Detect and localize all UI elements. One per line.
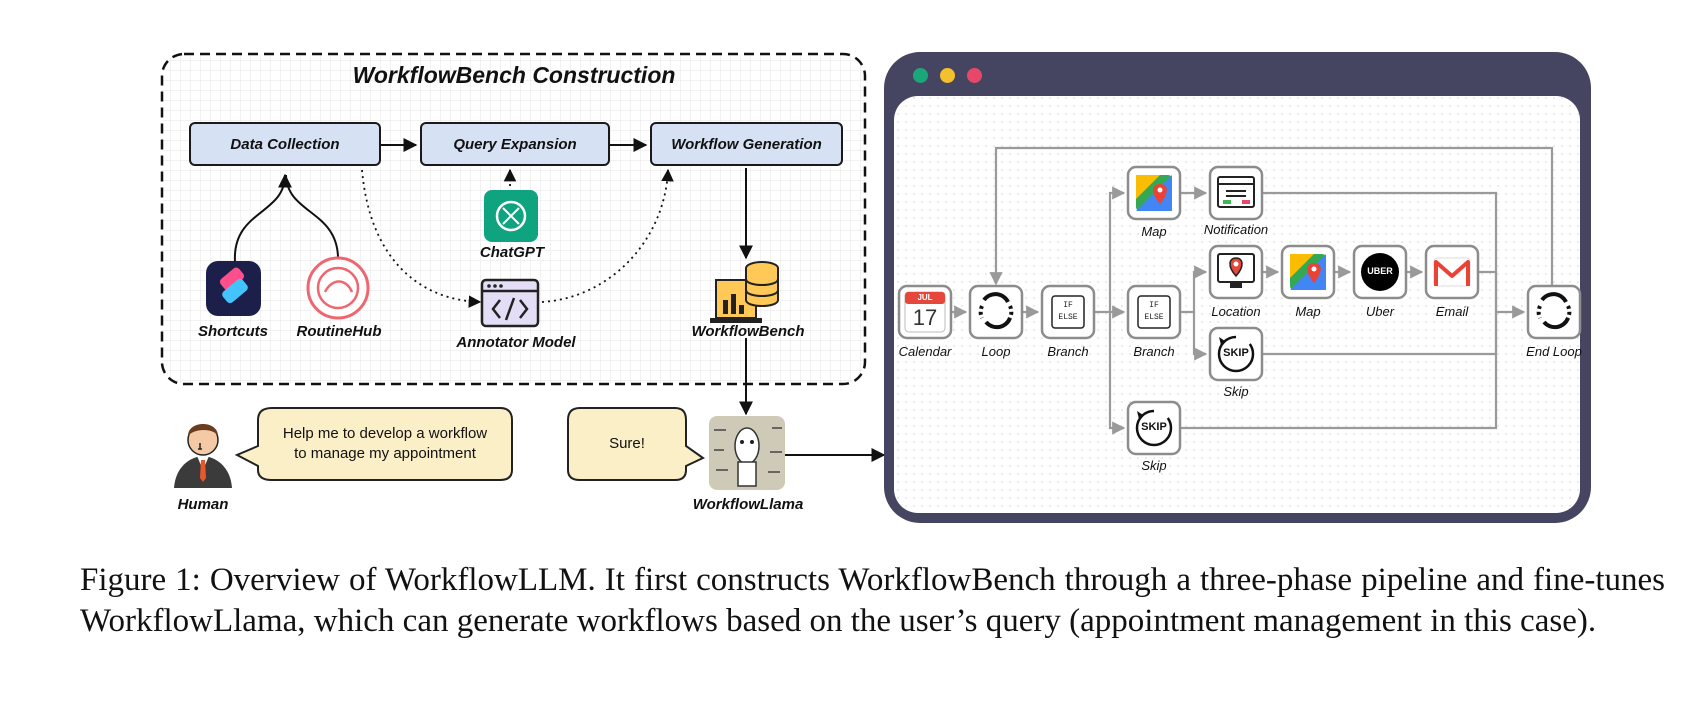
routinehub-label: RoutineHub	[296, 323, 382, 340]
node-label-skip: Skip	[1141, 458, 1167, 473]
stage-query-expansion: Query Expansion	[420, 122, 610, 166]
node-label-map: Map	[1295, 304, 1321, 319]
node-label-calendar: Calendar	[898, 344, 952, 359]
calendar-icon	[904, 291, 946, 333]
node-label-notification: Notification	[1203, 222, 1269, 237]
workflowllama-icon	[709, 416, 785, 490]
workflowbench-label: WorkflowBench	[691, 323, 805, 340]
email-gmail-icon	[1433, 257, 1471, 287]
skip-icon	[1135, 409, 1173, 447]
node-label-skip: Skip	[1223, 384, 1249, 399]
skip-text: SKIP	[1223, 347, 1249, 359]
stage-workflow-generation: Workflow Generation	[650, 122, 843, 166]
annotator-label: Annotator Model	[456, 334, 576, 351]
skip-icon	[1217, 335, 1255, 373]
node-label-branch: Branch	[1047, 344, 1089, 359]
window-dot-green	[913, 68, 928, 83]
end-loop-icon	[1536, 292, 1572, 330]
node-label-branch: Branch	[1133, 344, 1175, 359]
workflowbench-database-icon	[710, 261, 779, 323]
location-icon	[1217, 253, 1255, 288]
human-label: Human	[177, 496, 229, 513]
window-dot-pink	[967, 68, 982, 83]
shortcuts-label: Shortcuts	[197, 323, 269, 340]
if-else-text: IF ELSE	[1058, 301, 1078, 322]
map-icon	[1136, 175, 1172, 211]
skip-text: SKIP	[1141, 421, 1167, 433]
if-else-icon	[1051, 295, 1171, 329]
window-dot-yellow	[940, 68, 955, 83]
node-label-location: Location	[1211, 304, 1261, 319]
node-label-end-loop: End Loop	[1526, 344, 1582, 359]
calendar-day: 17	[912, 305, 938, 330]
figure-caption: Figure 1: Overview of WorkflowLLM. It fi…	[80, 562, 1665, 639]
reply-speech-bubble	[567, 407, 705, 481]
uber-text: UBER	[1367, 266, 1393, 276]
stage-data-collection: Data Collection	[189, 122, 381, 166]
if-else-text: IF ELSE	[1144, 301, 1164, 322]
node-label-uber: Uber	[1365, 304, 1395, 319]
node-label-loop: Loop	[981, 344, 1011, 359]
calendar-month: JUL	[917, 293, 933, 302]
human-message: Help me to develop a workflow to manage …	[258, 424, 512, 464]
shortcuts-app-icon	[206, 261, 261, 316]
chatgpt-label: ChatGPT	[479, 244, 545, 261]
node-label-email: Email	[1435, 304, 1469, 319]
node-label-map: Map	[1141, 224, 1167, 239]
human-message-line1: Help me to develop a workflow	[282, 425, 488, 442]
annotator-model-icon	[480, 278, 540, 328]
human-message-line2: to manage my appointment	[294, 445, 476, 462]
routinehub-logo-icon	[306, 256, 370, 320]
workflowllama-label: WorkflowLlama	[692, 496, 804, 513]
loop-icon	[978, 292, 1014, 330]
uber-logo-icon	[1361, 253, 1399, 291]
human-speech-bubble	[234, 407, 513, 481]
human-avatar	[174, 424, 232, 488]
reply-message: Sure!	[609, 435, 645, 452]
map-icon	[1290, 254, 1326, 290]
notification-icon	[1217, 176, 1255, 208]
construction-title: WorkflowBench Construction	[352, 62, 676, 88]
chatgpt-icon	[484, 190, 538, 242]
